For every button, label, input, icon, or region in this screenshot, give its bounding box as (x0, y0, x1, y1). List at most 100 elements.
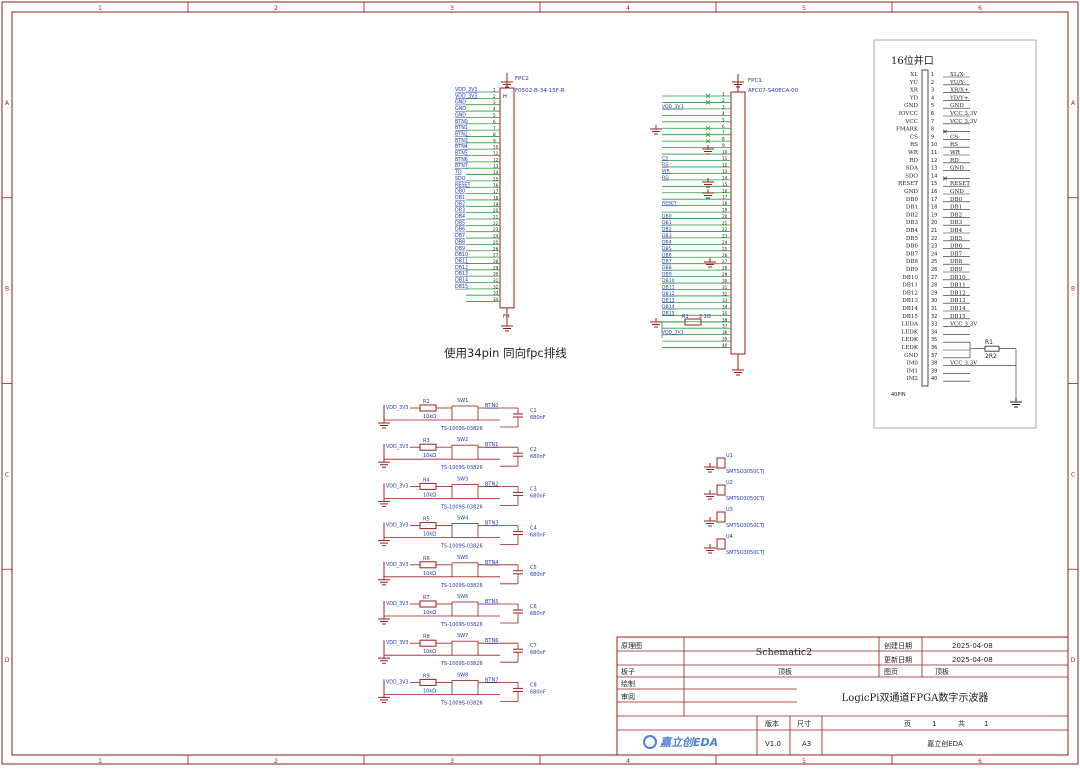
port-pin-number: 30 (931, 298, 937, 304)
port-signal-label: DB5 (906, 236, 919, 242)
zone-row-left: B (5, 286, 9, 293)
button-resistor-value: 10kΩ (423, 688, 436, 694)
zone-col-top: 2 (274, 5, 278, 12)
port-signal-label: DB8 (906, 259, 919, 265)
no-connect-mark (942, 129, 948, 134)
button-net-label: BTN1 (485, 442, 498, 448)
port-r1-value: 2R2 (985, 353, 997, 360)
fpc2-pin-number: 28 (493, 259, 499, 264)
port-pin-number: 20 (931, 220, 937, 226)
no-connect-mark (705, 100, 711, 105)
fpc2-pin-number: 1 (493, 88, 496, 93)
switch-part-number: TS-1009S-03826 (440, 583, 483, 589)
port-signal-label: RS (910, 142, 918, 148)
zone-col-bottom: 3 (450, 758, 454, 765)
switch-part-number: TS-1009S-03826 (440, 465, 483, 471)
port-net-label: CS (950, 134, 958, 140)
fpc1-net-label: RESET (662, 201, 677, 207)
button-vdd-label: VDD_3V3 (386, 562, 408, 568)
fpc2-pin-number: 27 (493, 253, 499, 258)
fpc1-pin-number: 19 (722, 208, 728, 213)
fpc2-pin-number: 5 (493, 113, 496, 118)
title-version-label: 版本 (765, 719, 779, 728)
switch-body (451, 680, 479, 695)
title-total-word: 共 (958, 719, 965, 728)
port-pin-number: 9 (931, 134, 934, 140)
fpc1-net-label: RS (662, 162, 668, 168)
fpc2-net-label: DB7 (455, 233, 465, 239)
port-pin-number: 6 (931, 111, 934, 117)
port-signal-label: IM2 (907, 376, 919, 382)
fpc1-pin-number: 18 (722, 201, 728, 206)
port-title: 16位并口 (891, 54, 934, 67)
fpc1-pin-number: 20 (722, 214, 728, 219)
port-signal-label: XL (910, 72, 918, 78)
zone-row-left: A (5, 100, 10, 107)
port-r1-ref: R1 (985, 339, 993, 346)
capacitor-value: 680nF (530, 493, 546, 499)
fpc1-pin-number: 37 (722, 324, 728, 329)
capacitor-ref: C6 (530, 604, 537, 610)
port-net-label: RS (950, 142, 958, 148)
standoff-body (716, 511, 726, 523)
button-resistor-ref: R7 (423, 595, 430, 601)
port-net-label: DB15 (950, 314, 966, 320)
switch-ref: SW6 (457, 594, 468, 600)
fpc2-net-label: VDD_3V3 (455, 87, 477, 93)
fpc1-pin-number: 14 (722, 175, 728, 180)
capacitor-value: 680nF (530, 572, 546, 578)
fpc2-pin-label: H (503, 94, 507, 100)
switch-part-number: TS-1009S-03826 (440, 661, 483, 667)
fpc2-net-label: GND (455, 100, 466, 106)
fpc1-pin-number: 15 (722, 182, 728, 187)
button-resistor-ref: R9 (423, 673, 430, 679)
switch-ref: SW1 (457, 398, 468, 404)
port-pin-number: 11 (931, 150, 937, 156)
port-pin-number: 13 (931, 166, 937, 172)
button-net-label: BTN2 (485, 481, 498, 487)
fpc1-pin-number: 4 (722, 111, 725, 116)
no-connect-mark (705, 93, 711, 99)
port-signal-label: LEDK (902, 345, 919, 351)
port-signal-label: GND (904, 189, 918, 195)
switch-ref: SW8 (457, 672, 468, 678)
fpc2-net-label: DB0 (455, 189, 465, 195)
button-vdd-label: VDD_3V3 (386, 523, 408, 529)
button-resistor (419, 639, 437, 647)
fpc2-net-label: DB9 (455, 246, 465, 252)
fpc1-pin-number: 35 (722, 311, 728, 316)
zone-row-left: D (5, 657, 10, 664)
port-pin-number: 28 (931, 283, 937, 289)
title-schematic-label: 原理图 (621, 642, 642, 650)
port-signal-label: DB12 (902, 290, 918, 296)
port-signal-label: DB15 (902, 314, 918, 320)
switch-ref: SW2 (457, 437, 468, 443)
switch-part-number: TS-1009S-03826 (440, 426, 483, 432)
capacitor-ref: C4 (530, 526, 537, 532)
port-signal-label: SDA (906, 166, 919, 172)
fpc2-net-label: DB15 (455, 284, 468, 290)
fpc1-pin-number: 10 (722, 150, 728, 155)
port-signal-label: DB7 (906, 251, 919, 257)
fpc2-pin-number: 4 (493, 107, 496, 112)
fpc1-pin-number: 8 (722, 137, 725, 142)
button-net-label: BTN5 (485, 599, 498, 605)
fpc1-pin-number: 27 (722, 259, 728, 264)
port-footer: 40PIN (891, 392, 906, 398)
switch-part-number: TS-1009S-03826 (440, 544, 483, 550)
fpc1-pin-number: 25 (722, 246, 728, 251)
fpc1-pin-number: 24 (722, 240, 728, 245)
fpc1-net-label: DB0 (662, 214, 672, 220)
title-created-value: 2025-04-08 (952, 642, 993, 650)
switch-part-number: TS-1009S-03826 (440, 700, 483, 706)
fpc1-net-label: DB3 (662, 233, 672, 239)
title-page-total: 1 (984, 720, 988, 728)
fpc2-net-label: DB3 (455, 208, 465, 214)
button-resistor (419, 404, 437, 412)
port-signal-label: DB3 (906, 220, 919, 226)
capacitor-value: 680nF (530, 689, 546, 695)
fpc2-ref: FPC2 (515, 76, 529, 82)
fpc2-net-label: DB8 (455, 239, 465, 245)
fpc2-pin-number: 9 (493, 138, 496, 143)
port-signal-label: GND (904, 103, 918, 109)
